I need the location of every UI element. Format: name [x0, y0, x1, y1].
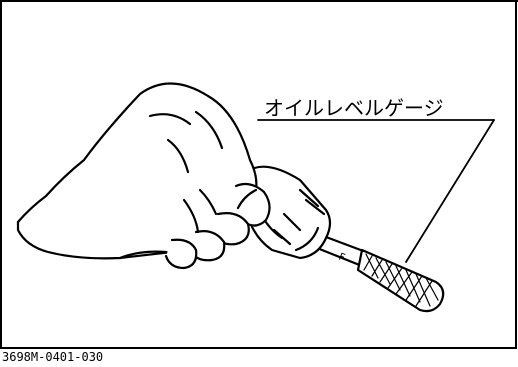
oil-level-gauge-label: オイルレベルゲージ [264, 92, 444, 121]
figure-code: 3698M-0401-030 [2, 350, 103, 364]
dipstick-mesh-tip [358, 250, 443, 311]
svg-text:F: F [337, 252, 347, 264]
hand-outline [18, 83, 270, 268]
